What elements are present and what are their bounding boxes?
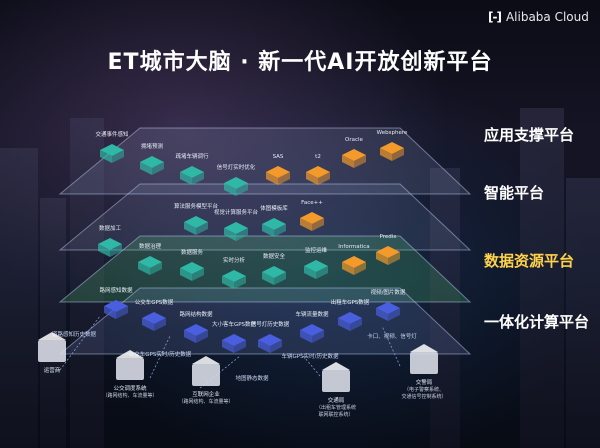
compute-node-cube [338, 312, 362, 331]
app-node-label: t2 [315, 154, 321, 160]
app-node-label: 交通事件感知 [95, 130, 128, 138]
source-name: 交警局 [416, 378, 433, 386]
compute-node-label: 视频/图片数据 [371, 288, 406, 296]
app-node-label: SAS [273, 154, 284, 160]
flow-label: 卡口、视频、信号灯 [367, 332, 417, 340]
app-node-label: Oracle [345, 137, 364, 143]
source-detail: 联网联控系统） [318, 411, 353, 418]
alibaba-cloud-logo-icon: [-] [488, 10, 502, 24]
source-roof-icon [410, 344, 438, 352]
compute-node-cube [376, 302, 400, 321]
app-node-cube [306, 166, 330, 185]
compute-node-label: 路网感知数据 [99, 286, 133, 294]
compute-node-label: 信号灯历史数据 [251, 320, 290, 328]
data-node-label: 数据治理 [139, 242, 162, 250]
brand-name: Alibaba Cloud [505, 10, 589, 24]
ai-node-cube [300, 212, 324, 231]
layer-label-data: 数据资源平台 [484, 252, 575, 270]
layer-label-ai: 智能平台 [484, 184, 545, 202]
diagram-title: ET城市大脑 · 新一代AI开放创新平台 [107, 50, 493, 75]
app-node-cube [180, 166, 204, 185]
plane-ai [58, 183, 472, 251]
source-building-icon [116, 358, 144, 380]
data-node-label: 数据安全 [263, 252, 286, 260]
app-node-cube [100, 144, 124, 163]
app-node-label: 疏堵车辆调行 [175, 152, 209, 160]
app-node-cube [380, 142, 404, 161]
source-roof-icon [322, 362, 350, 370]
layer-label-compute: 一体化计算平台 [484, 313, 590, 331]
ai-node-label: Face++ [301, 200, 323, 206]
data-node-label: 实时分析 [223, 256, 246, 264]
compute-node-cube [184, 324, 208, 343]
ai-node-cube [184, 216, 208, 235]
data-node-cube [180, 262, 204, 281]
data-node-label: 数据服务 [181, 248, 204, 256]
ai-node-cube [262, 218, 286, 237]
source-name: 运营商 [44, 366, 61, 374]
flow-line [59, 315, 101, 371]
compute-node-cube [142, 312, 166, 331]
source-name: 公交调度系统 [113, 384, 147, 392]
app-node-label: 信号灯实时优化 [217, 163, 256, 171]
compute-node-label: 路网结构数据 [179, 310, 213, 318]
alibaba-cloud-logo: [-] Alibaba Cloud [488, 10, 589, 24]
data-node-label: Informatica [338, 244, 369, 250]
source-detail: （出租车管理系统 [316, 404, 356, 411]
flow-label: 车辆GPS实时/历史数据 [282, 352, 339, 360]
data-node-label: Predix [379, 234, 397, 240]
source-name: 互联网企业 [192, 390, 220, 398]
app-node-cube [266, 166, 290, 185]
source-roof-icon [192, 356, 220, 364]
app-node-cube [224, 177, 248, 196]
source-name: 交通局 [328, 396, 345, 404]
ai-node-label: 视觉计算服务平台 [214, 208, 259, 216]
source-detail: （路网结构、车流量等） [178, 398, 233, 405]
compute-node-cube [222, 334, 246, 353]
source-building-icon [38, 340, 66, 362]
plane-app [58, 127, 472, 195]
compute-node-label: 出租车GPS数据 [331, 298, 370, 306]
data-node-label: 监控运维 [305, 246, 328, 254]
compute-node-cube [258, 334, 282, 353]
data-node-cube [342, 256, 366, 275]
source-detail: 交通信号控制系统） [401, 393, 446, 400]
source-roof-icon [38, 332, 66, 340]
compute-node-label: 车辆流量数据 [295, 310, 329, 318]
data-node-cube [304, 260, 328, 279]
compute-node-cube [300, 324, 324, 343]
flow-label: 公交车GPS实时/历史数据 [129, 350, 192, 358]
ai-node-cube [224, 222, 248, 241]
source-building-icon [410, 352, 438, 374]
data-node-cube [376, 246, 400, 265]
data-node-cube [98, 238, 122, 257]
flow-line [381, 325, 401, 367]
app-node-label: 拥堵预测 [141, 142, 164, 150]
ai-node-label: 算法服务模型平台 [174, 202, 219, 210]
source-roof-icon [116, 350, 144, 358]
source-building-icon [322, 370, 350, 392]
data-node-cube [262, 266, 286, 285]
app-node-label: Websphere [377, 130, 408, 136]
source-detail: （电子警察系统、 [404, 386, 444, 393]
app-node-cube [140, 156, 164, 175]
compute-node-label: 公交车GPS数据 [135, 298, 174, 306]
source-building-icon [192, 364, 220, 386]
ai-node-label: 体图模板库 [260, 204, 288, 212]
flow-label: 地图静态数据 [235, 374, 269, 382]
layer-label-app: 应用支撑平台 [484, 126, 575, 144]
data-node-cube [138, 256, 162, 275]
data-node-cube [222, 270, 246, 289]
compute-node-cube [104, 300, 128, 319]
compute-node-label: 大小客车GPS数据 [212, 320, 257, 328]
plane-compute [58, 287, 472, 355]
plane-data [58, 235, 472, 303]
source-detail: （路网结构、车流量等） [102, 392, 157, 399]
data-node-label: 数据加工 [99, 224, 122, 232]
flow-line [299, 351, 321, 377]
app-node-cube [342, 149, 366, 168]
flow-label: 道路感知历史数据 [52, 330, 97, 338]
